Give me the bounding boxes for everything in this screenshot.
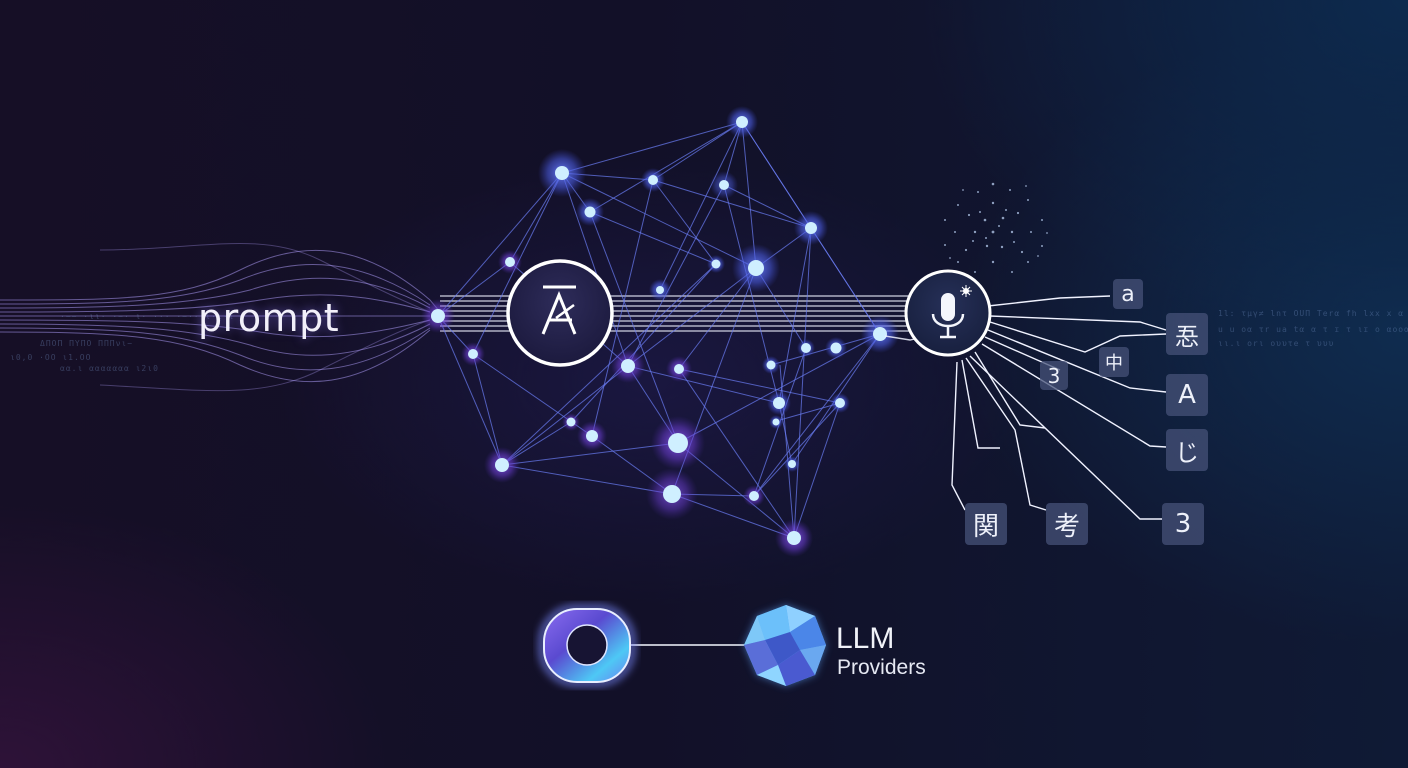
node [649,279,671,301]
particle-burst [944,182,1048,273]
node [784,456,800,472]
node [538,149,586,197]
prompt-wave-lines [0,242,441,392]
glyph-box-kou: 考 [1046,503,1088,545]
node [797,339,815,357]
node [646,468,698,520]
data-text-line: ιι.ι οrι ουυτe τ υυυ [1218,339,1335,348]
llm-title: LLM [836,622,895,655]
sparkle-icon [960,285,972,297]
node [830,393,850,413]
glyph-box-zhong: 中 [1099,347,1129,377]
glyph-box-kan: 関 [965,503,1007,545]
data-text-line: ·−− ·ιι· ·−· ι· ··· ·−·· ι·ι·ι [60,312,235,321]
node [825,337,847,359]
node [576,198,604,226]
translate-icon [506,259,614,367]
node [707,255,725,273]
node [767,391,791,415]
node [732,244,780,292]
node [861,315,899,353]
node [743,485,765,507]
node [769,415,783,429]
data-text-line: u u oα τr ua tα α τ ɪ τ ιɪ ο αοοα u ο [1218,325,1408,334]
glyph-box-ji: じ [1166,429,1208,471]
node [641,168,665,192]
network-nodes [421,106,899,557]
data-text-line: ΔΠΟΠ ΠΥΠΟ ΠΠΠνι− [40,339,134,348]
node [710,171,738,199]
polyhedron-gem-icon [744,605,826,686]
node [461,342,485,366]
node [611,349,645,383]
node [562,413,580,431]
node [651,416,705,470]
prompt-label: prompt [198,296,340,340]
data-text-line: ι0,0 ·ΟΟ ι1.ΟΟ [10,353,92,362]
node [726,106,758,138]
glyph-box-kanji-1: 忢 [1166,313,1208,355]
glyph-box-a: a [1113,279,1143,309]
glyph-box-A: A [1166,374,1208,416]
glyph-box-3-large: 3 [1162,503,1204,545]
node [775,519,813,557]
node [421,299,455,333]
node [794,211,828,245]
glyph-box-3-small: 3 [1040,361,1068,390]
ring-logo-icon [538,604,636,687]
data-text-line: 1l: τµγ≠ lnτ ΟUΠ Τerα fh lxx x α lι [1218,309,1408,318]
node [577,421,607,451]
node [484,447,520,483]
node [666,356,692,382]
node [498,250,522,274]
data-text-line: αα.ι ααααααα ι2ι0 [60,364,159,373]
node [762,356,780,374]
microphone-icon [904,269,992,357]
llm-subtitle: Providers [837,656,926,679]
